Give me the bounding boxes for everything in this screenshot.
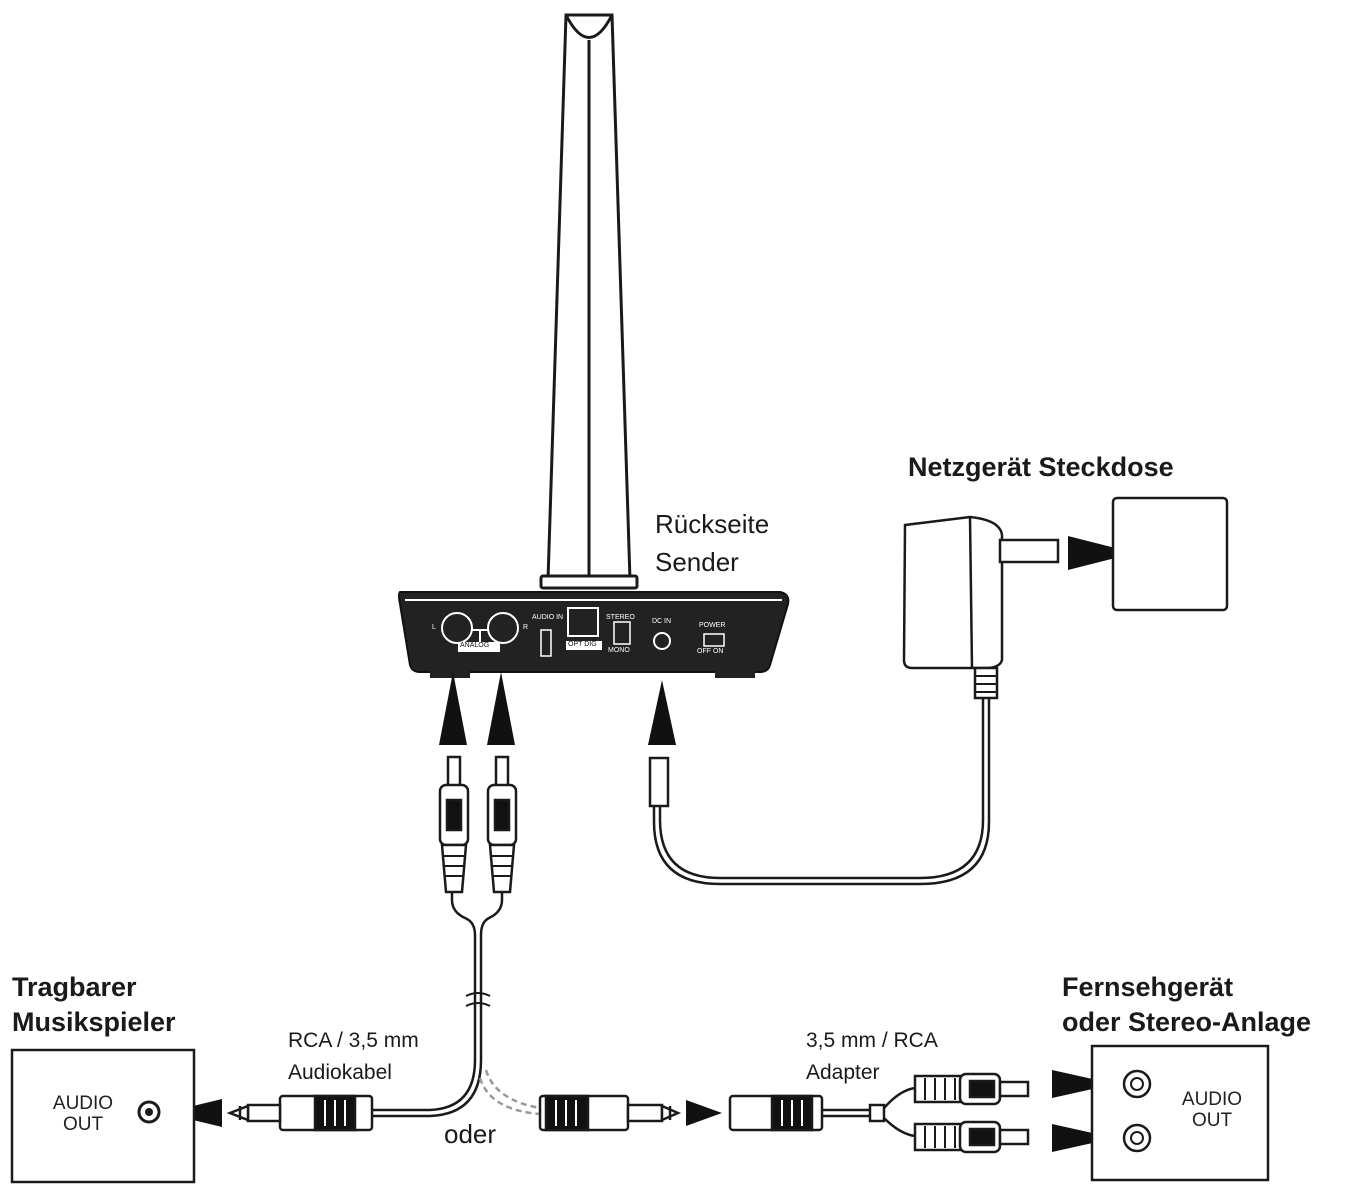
arrow-to-socket	[1068, 536, 1135, 570]
label-tragbarer: Tragbarer	[12, 972, 137, 1002]
label-oder: oder	[444, 1119, 497, 1149]
panel-label-analog: ANALOG	[459, 642, 491, 649]
rca-adapter	[728, 1072, 1030, 1154]
label-adapter: Adapter	[806, 1061, 880, 1084]
panel-label-r: R	[523, 624, 529, 631]
transmitter-base	[398, 591, 790, 678]
panel-label-stereo: STEREO	[606, 614, 635, 621]
arrow-to-tv-lower	[1052, 1124, 1115, 1152]
tv-box	[1090, 1044, 1270, 1182]
panel-label-dc-in: DC IN	[652, 618, 672, 625]
tv-audio-line1: AUDIO	[1181, 1089, 1243, 1110]
tv-audio-out: AUDIO OUT	[1172, 1089, 1252, 1131]
arrow-to-tv-upper	[1052, 1070, 1115, 1098]
panel-label-off-on: OFF ON	[697, 648, 724, 655]
player-box	[10, 1048, 196, 1184]
label-sender: Sender	[655, 547, 739, 577]
panel-label-l: L	[432, 624, 436, 631]
label-fernsehgeraet: Fernsehgerät	[1062, 972, 1234, 1002]
power-adapter	[648, 515, 1060, 886]
middle-adapter	[538, 1094, 682, 1132]
tv-audio-line2: OUT	[1191, 1110, 1233, 1131]
arrow-to-adapter	[686, 1100, 722, 1126]
transmitter-antenna	[539, 13, 639, 590]
audio-cable	[370, 892, 541, 1118]
panel-label-audio-in: AUDIO IN	[532, 614, 564, 621]
label-musikspieler: Musikspieler	[12, 1007, 176, 1037]
player-audio-line2: OUT	[62, 1114, 104, 1135]
panel-label-power: POWER	[699, 622, 726, 629]
label-power-socket: Netzgerät Steckdose	[908, 452, 1174, 482]
label-audiokabel: Audiokabel	[288, 1061, 392, 1084]
label-35-rca: 3,5 mm / RCA	[806, 1029, 938, 1052]
player-audio-out: AUDIO OUT	[44, 1093, 122, 1135]
rca-plugs	[438, 755, 518, 894]
label-rueckseite: Rückseite	[655, 509, 770, 539]
label-rca-35: RCA / 3,5 mm	[288, 1029, 419, 1052]
panel-label-opt-dig: OPT DIG	[567, 641, 598, 648]
wall-socket	[1111, 496, 1229, 612]
player-audio-line1: AUDIO	[52, 1093, 114, 1114]
panel-label-mono: MONO	[608, 647, 630, 654]
arrows-to-transmitter	[439, 672, 676, 745]
label-stereo-anlage: oder Stereo-Anlage	[1062, 1007, 1312, 1037]
jack-plug-player	[226, 1094, 374, 1132]
